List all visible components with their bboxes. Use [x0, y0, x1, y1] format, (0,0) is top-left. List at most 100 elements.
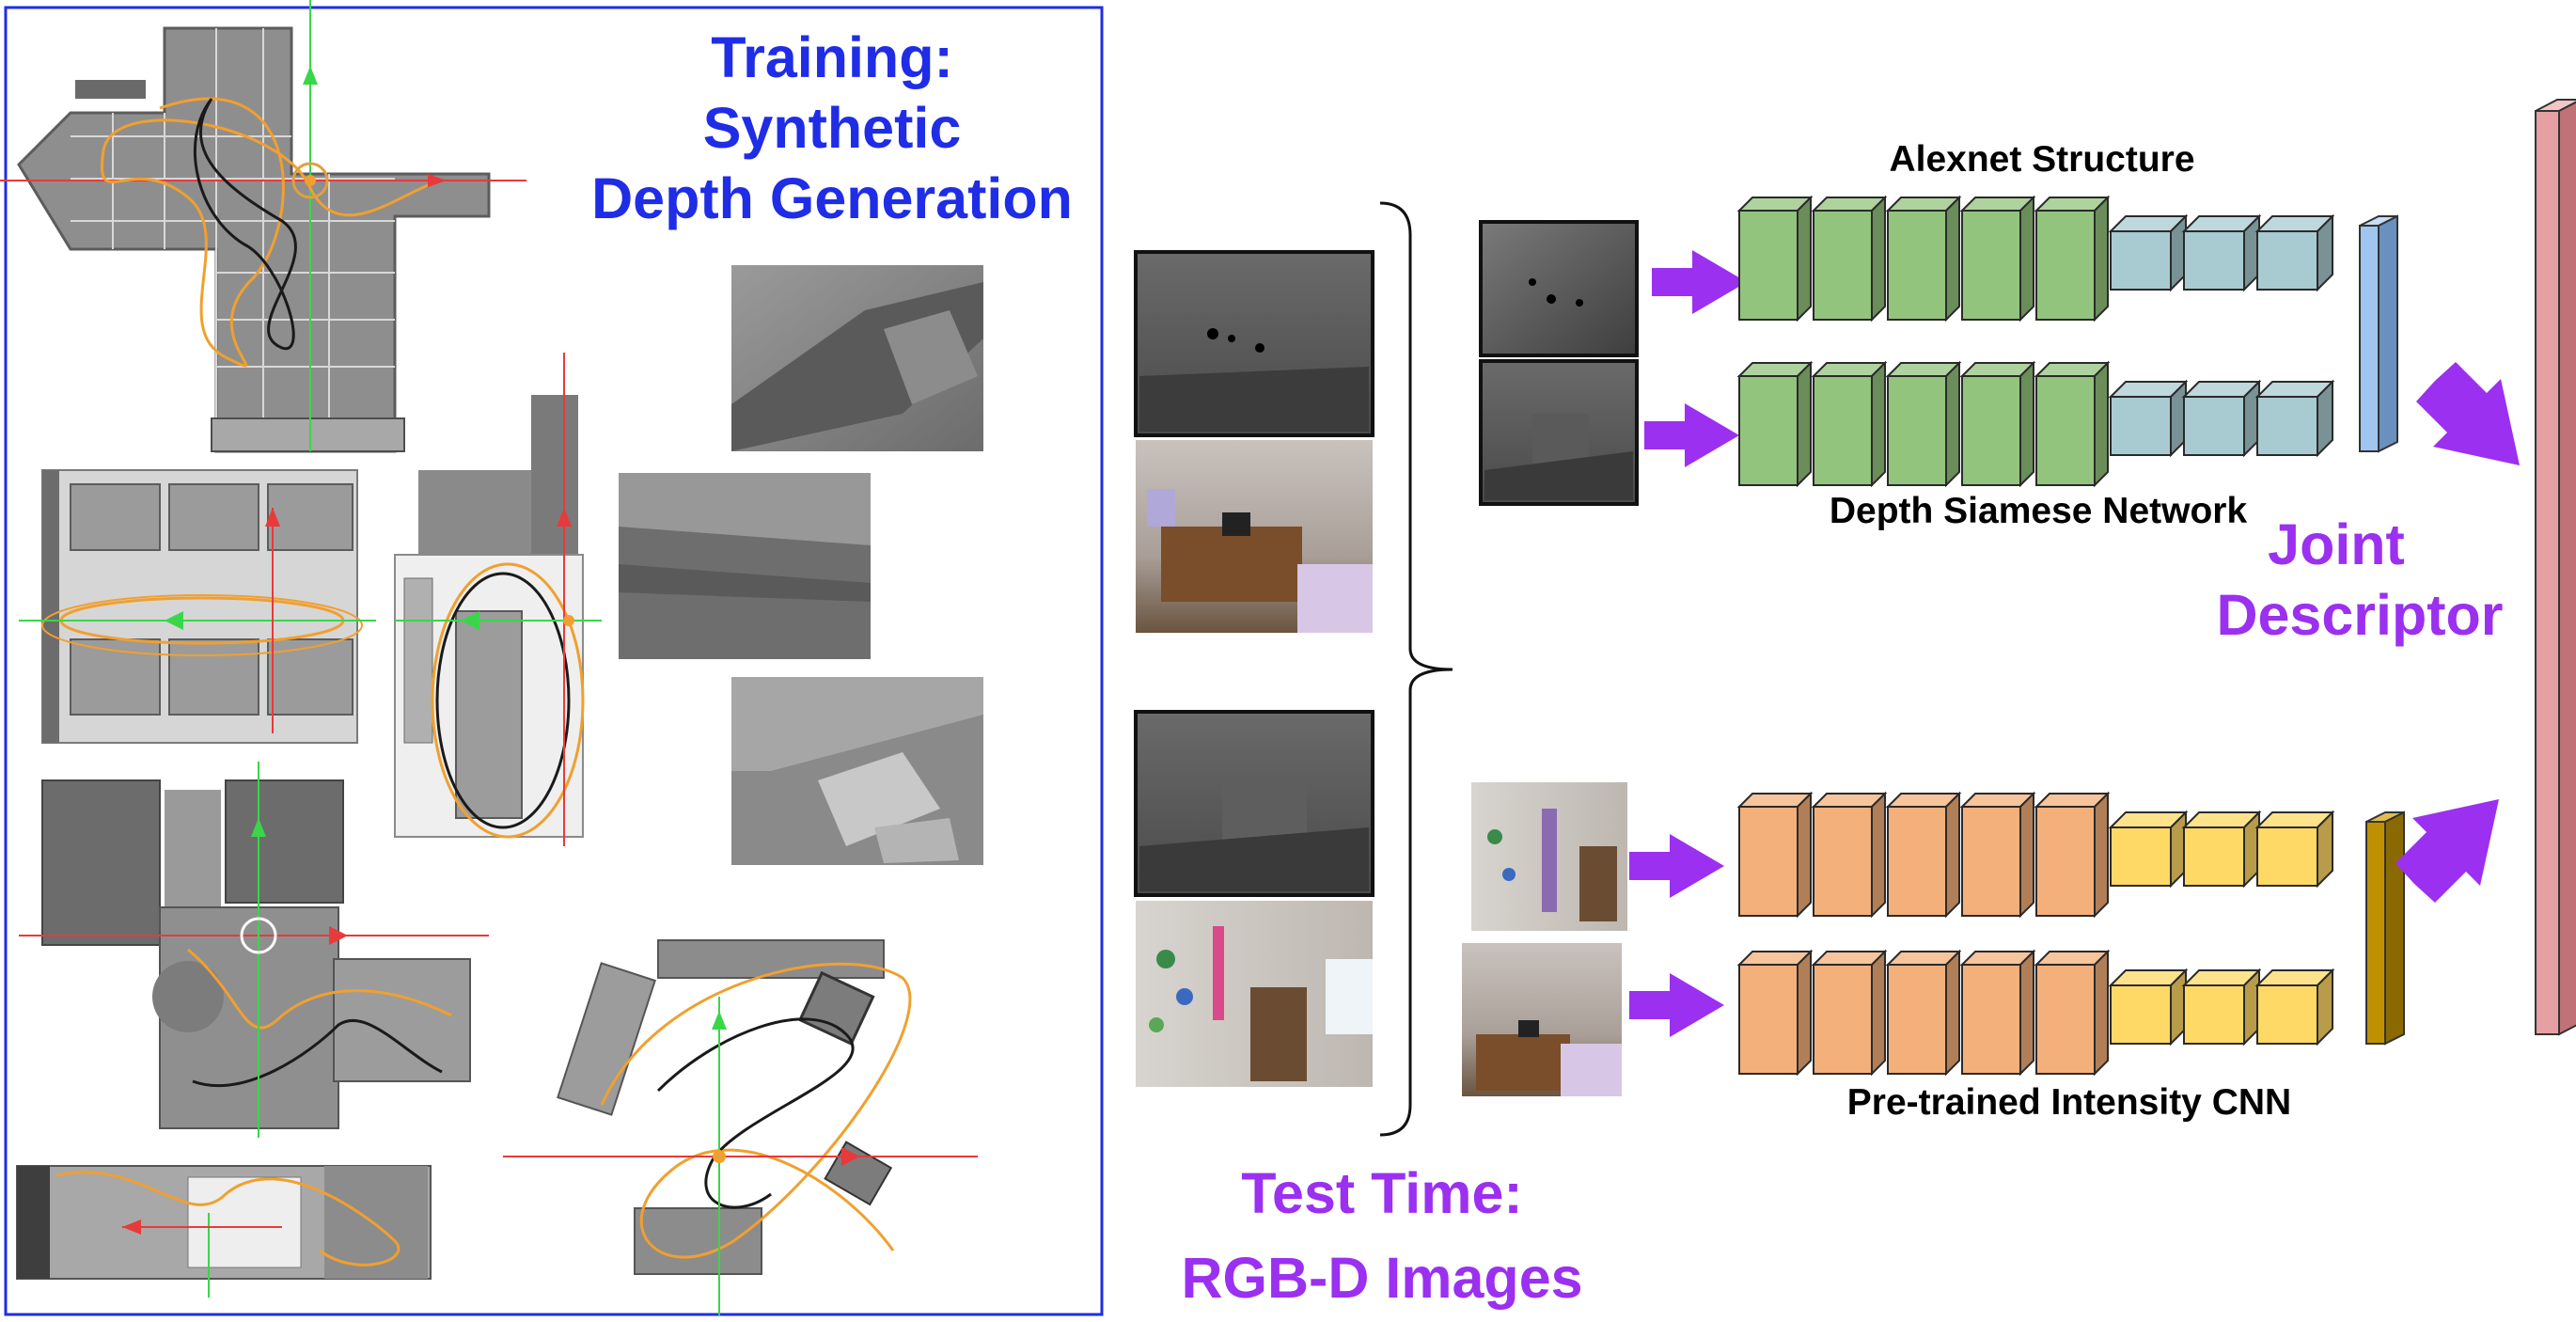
- intensity-row-1-conv-layer-5: [2034, 791, 2111, 919]
- depth-row-1-conv-layer-5-side: [2094, 195, 2109, 323]
- depth-row-1-conv-layer-2-front: [1813, 210, 1873, 321]
- depth-row-1-conv-layer-2-side: [1871, 195, 1886, 323]
- intensity-row-2-fc-layer-2: [2181, 968, 2262, 1047]
- intensity-row-2-fc-layer-3-front: [2256, 984, 2318, 1045]
- intensity-row-1-conv-layer-5-side: [2094, 791, 2109, 919]
- depth-row-2-conv-layer-4-side: [2019, 360, 2034, 488]
- intensity-row-1-conv-layer-2: [1811, 791, 1888, 919]
- rgb-input-image-1: [1471, 782, 1627, 931]
- training-title-line2: Synthetic: [703, 96, 962, 160]
- intensity-row-2-conv-layer-1: [1736, 949, 1814, 1077]
- floorplan-scene-5: [503, 939, 978, 1316]
- intensity-row-1-conv-layer-4: [1959, 791, 2036, 919]
- floorplan-scene-4: [19, 762, 489, 1138]
- depth-row-1-conv-layer-4: [1959, 195, 2036, 323]
- synthetic-depth-image-3: [731, 677, 983, 865]
- intensity-row-2-conv-layer-4-front: [1961, 964, 2021, 1075]
- joint-arrows: [2395, 362, 2520, 903]
- intensity-row-1-conv-layer-3: [1885, 791, 1962, 919]
- intensity-row-1-conv-layer-4-side: [2019, 791, 2034, 919]
- arrow-icon: [2416, 362, 2520, 465]
- depth-row-1-fc-layer-3-front: [2256, 230, 2318, 291]
- floorplan-scene-3: [394, 353, 602, 846]
- depth-row-2-fc-layer-3: [2254, 379, 2335, 458]
- intensity-row-2-fc-layer-1-front: [2110, 984, 2172, 1045]
- joint-label-line1: Joint: [2268, 512, 2405, 576]
- depth-row-1-conv-layer-3-front: [1887, 210, 1947, 321]
- depth-row-2-conv-layer-5-side: [2094, 360, 2109, 488]
- test-title-line2: RGB-D Images: [1181, 1246, 1582, 1310]
- depth-row-1-fc-layer-1-front: [2110, 230, 2172, 291]
- depth-row-2-conv-layer-2-side: [1871, 360, 1886, 488]
- intensity-row-2-conv-layer-2: [1811, 949, 1888, 1077]
- intensity-row-1-conv-layer-3-front: [1887, 806, 1947, 917]
- depth-row-1-conv-layer-4-side: [2019, 195, 2034, 323]
- siamese-label: Depth Siamese Network: [1830, 491, 2248, 531]
- depth-row-1-conv-layer-1-side: [1797, 195, 1812, 323]
- depth-row-2-conv-layer-1-front: [1738, 375, 1798, 486]
- intensity-row-2-conv-layer-2-front: [1813, 964, 1873, 1075]
- intensity-row-2-conv-layer-5-side: [2094, 949, 2109, 1077]
- intensity-row-2-conv-layer-3: [1885, 949, 1962, 1077]
- intensity-row-1-fc-layer-2-front: [2183, 826, 2245, 887]
- depth-row-1-conv-layer-3-side: [1945, 195, 1960, 323]
- test-depth-image-2: [1134, 710, 1374, 897]
- intensity-row-1-conv-layer-1-front: [1738, 806, 1798, 917]
- intensity-row-1-conv-layer-4-front: [1961, 806, 2021, 917]
- intensity-row-1-conv-layer-1-side: [1797, 791, 1812, 919]
- intensity-row-1-conv-layer-5-front: [2035, 806, 2096, 917]
- test-depth-image-1: [1134, 250, 1374, 437]
- intensity-row-1-conv-layer-3-side: [1945, 791, 1960, 919]
- arrow-icon: [1652, 250, 1747, 314]
- pretrained-label: Pre-trained Intensity CNN: [1847, 1082, 2291, 1123]
- intensity-row-2-conv-layer-2-side: [1871, 949, 1886, 1077]
- test-rgb-image-2: [1136, 901, 1373, 1087]
- synthetic-depth-image-2: [619, 473, 871, 659]
- intensity-row-2-conv-layer-1-front: [1738, 964, 1798, 1075]
- joint-label-line2: Descriptor: [2216, 583, 2503, 647]
- depth-row-2-fc-layer-2-front: [2183, 396, 2245, 456]
- depth-row-1-conv-layer-1-front: [1738, 210, 1798, 321]
- depth-row-2-conv-layer-1-side: [1797, 360, 1812, 488]
- floorplan-scene-1: [0, 0, 526, 453]
- intensity-descriptor: [2365, 811, 2405, 1046]
- intensity-row-2-conv-layer-5: [2034, 949, 2111, 1077]
- depth-row-2-conv-layer-3: [1885, 360, 1962, 488]
- depth-row-2-fc-layer-1: [2108, 379, 2189, 458]
- depth-row-2-conv-layer-1: [1736, 360, 1814, 488]
- training-title-line3: Depth Generation: [591, 166, 1073, 230]
- intensity-row-1-fc-layer-2: [2181, 810, 2262, 889]
- test-images-brace: [1379, 201, 1453, 1137]
- depth-row-1-conv-layer-5: [2034, 195, 2111, 323]
- depth-row-1-conv-layer-1: [1736, 195, 1814, 323]
- intensity-row-2-conv-layer-4: [1959, 949, 2036, 1077]
- intensity-row-2-fc-layer-1: [2108, 968, 2189, 1047]
- depth-row-2-conv-layer-5: [2034, 360, 2111, 488]
- depth-row-1-conv-layer-2: [1811, 195, 1888, 323]
- intensity-row-1-conv-layer-2-side: [1871, 791, 1886, 919]
- intensity-row-2-conv-layer-3-side: [1945, 949, 1960, 1077]
- intensity-row-2-conv-layer-1-side: [1797, 949, 1812, 1077]
- depth-row-2-conv-layer-4: [1959, 360, 2036, 488]
- intensity-row-1-conv-layer-2-front: [1813, 806, 1873, 917]
- intensity-row-2-conv-layer-4-side: [2019, 949, 2034, 1077]
- floorplan-scene-2: [19, 469, 376, 744]
- depth-row-2-fc-layer-3-front: [2256, 396, 2318, 456]
- intensity-row-2-conv-layer-5-front: [2035, 964, 2096, 1075]
- test-rgb-image-1: [1136, 440, 1373, 633]
- intensity-row-1-fc-layer-1-front: [2110, 826, 2172, 887]
- intensity-row-2-fc-layer-2-front: [2183, 984, 2245, 1045]
- arrow-icon: [1644, 403, 1739, 467]
- depth-row-1-conv-layer-3: [1885, 195, 1962, 323]
- depth-row-1-fc-layer-2: [2181, 213, 2262, 292]
- depth-row-2-conv-layer-3-side: [1945, 360, 1960, 488]
- intensity-row-1-fc-layer-3-front: [2256, 826, 2318, 887]
- arrow-icon: [2395, 799, 2499, 903]
- depth-row-2-fc-layer-2: [2181, 379, 2262, 458]
- depth-row-1-fc-layer-3: [2254, 213, 2335, 292]
- depth-input-image-2: [1479, 359, 1639, 506]
- depth-row-1-conv-layer-4-front: [1961, 210, 2021, 321]
- depth-row-2-conv-layer-2: [1811, 360, 1888, 488]
- training-title-line1: Training:: [711, 25, 953, 89]
